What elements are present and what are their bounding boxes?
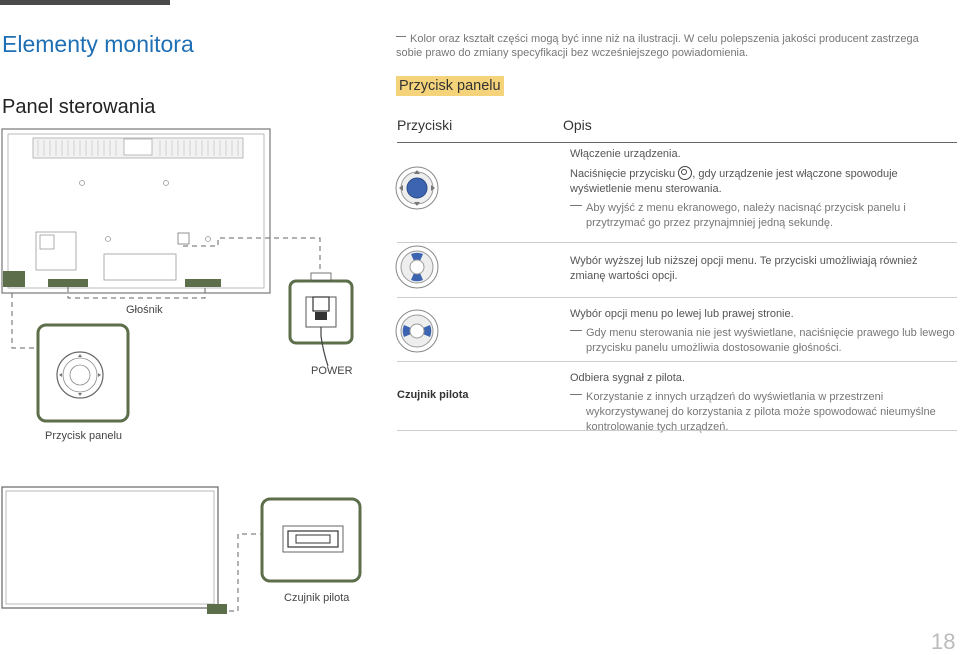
leftright-button-icon bbox=[395, 309, 439, 353]
row-leftright-description: Wybór opcji menu po lewej lub prawej str… bbox=[570, 307, 955, 356]
section-heading: Przycisk panelu bbox=[396, 76, 504, 96]
power-switch-small bbox=[177, 232, 190, 245]
row-power-line2-end: , gdy urządzenie jest włączone spowoduje… bbox=[570, 168, 898, 195]
connector-panel bbox=[35, 231, 77, 271]
column-header-buttons: Przyciski bbox=[397, 117, 453, 133]
power-callout-line bbox=[183, 237, 321, 272]
remote-sensor-label: Czujnik pilota bbox=[284, 592, 350, 604]
speaker-callout-line bbox=[67, 287, 206, 299]
row-remote-line1: Odbiera sygnał z pilota. bbox=[570, 372, 685, 384]
dash-icon bbox=[570, 393, 582, 395]
disclaimer-text: Kolor oraz kształt części mogą być inne … bbox=[396, 33, 919, 59]
remote-sensor-marker bbox=[207, 604, 227, 614]
row-remote-note-text: Korzystanie z innych urządzeń do wyświet… bbox=[586, 391, 936, 433]
dash-icon bbox=[570, 329, 582, 331]
power-label: POWER bbox=[311, 365, 353, 377]
row-power-description: Włączenie urządzenia. Naciśnięcie przyci… bbox=[570, 147, 955, 231]
monitor-rear-diagram bbox=[1, 128, 354, 423]
row-remote-description: Odbiera sygnał z pilota. Korzystanie z i… bbox=[570, 371, 955, 435]
row-power-note: Aby wyjść z menu ekranowego, należy naci… bbox=[570, 201, 955, 231]
row-divider bbox=[397, 297, 957, 298]
speaker-label: Głośnik bbox=[126, 304, 163, 316]
row-power-line2: Naciśnięcie przycisku , gdy urządzenie j… bbox=[570, 166, 955, 197]
dash-icon bbox=[396, 35, 406, 37]
page-title: Elementy monitora bbox=[2, 31, 194, 57]
speaker-right bbox=[185, 279, 221, 287]
panel-button-callout-line bbox=[11, 293, 38, 349]
dash-icon bbox=[570, 204, 582, 206]
remote-sensor-callout-line bbox=[229, 533, 262, 612]
panel-button-label: Przycisk panelu bbox=[45, 430, 123, 442]
row-power-line1: Włączenie urządzenia. bbox=[570, 148, 681, 160]
row-divider bbox=[397, 242, 957, 243]
power-button-icon bbox=[395, 166, 439, 210]
row-power-line2-start: Naciśnięcie przycisku bbox=[570, 168, 676, 180]
top-bar bbox=[0, 0, 170, 5]
section-subtitle: Panel sterowania bbox=[2, 96, 156, 118]
row-leftright-note: Gdy menu sterowania nie jest wyświetlane… bbox=[570, 326, 955, 356]
stand-mount bbox=[103, 253, 177, 281]
table-bottom-divider bbox=[397, 430, 957, 431]
row-leftright-note-text: Gdy menu sterowania nie jest wyświetlane… bbox=[586, 327, 955, 354]
row-remote-label: Czujnik pilota bbox=[397, 389, 469, 401]
row-updown-line1: Wybór wyższej lub niższej opcji menu. Te… bbox=[570, 255, 918, 282]
updown-button-icon bbox=[395, 245, 439, 289]
row-power-note-text: Aby wyjść z menu ekranowego, należy naci… bbox=[586, 202, 906, 229]
monitor-front-diagram bbox=[1, 486, 362, 614]
row-leftright-line1: Wybór opcji menu po lewej lub prawej str… bbox=[570, 308, 794, 320]
column-header-description: Opis bbox=[563, 117, 592, 133]
panel-button-icon bbox=[678, 166, 693, 181]
disclaimer-note: Kolor oraz kształt części mogą być inne … bbox=[396, 32, 941, 60]
row-remote-note: Korzystanie z innych urządzeń do wyświet… bbox=[570, 390, 955, 435]
speaker-left bbox=[48, 279, 88, 287]
monitor-front-outline bbox=[1, 486, 219, 609]
row-updown-description: Wybór wyższej lub niższej opcji menu. Te… bbox=[570, 254, 955, 284]
row-divider bbox=[397, 361, 957, 362]
table-header-divider bbox=[397, 142, 957, 143]
page-number: 18 bbox=[931, 629, 956, 654]
